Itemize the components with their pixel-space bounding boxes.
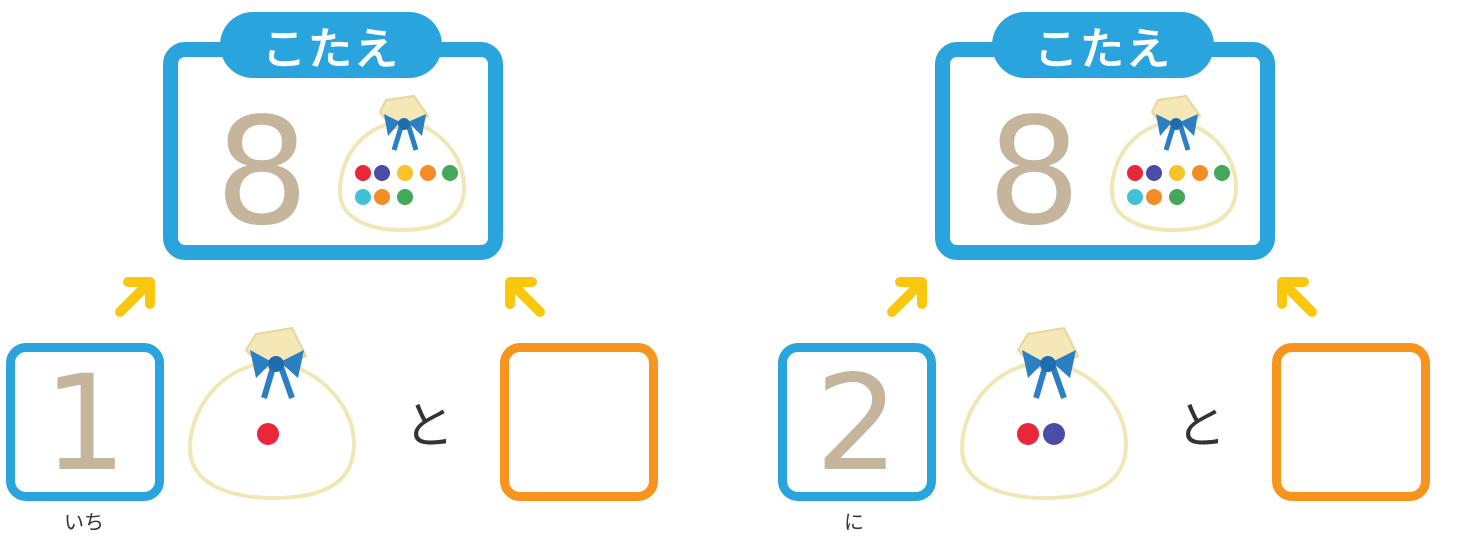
known-number: 1 bbox=[15, 358, 155, 490]
arrow-up-right-icon bbox=[110, 270, 160, 320]
known-bag-icon bbox=[188, 322, 358, 502]
known-reading: いち bbox=[64, 506, 104, 535]
known-reading: に bbox=[844, 506, 864, 535]
blank-answer-box[interactable] bbox=[500, 343, 658, 501]
arrow-up-left-icon bbox=[1272, 270, 1322, 320]
problem-panel-2: こたえ 8 2 に と bbox=[772, 0, 1472, 541]
known-number-box: 2 bbox=[778, 343, 936, 501]
arrow-up-right-icon bbox=[882, 270, 932, 320]
arrow-up-left-icon bbox=[500, 270, 550, 320]
connector-text: と bbox=[1176, 386, 1226, 458]
known-number-box: 1 bbox=[6, 343, 164, 501]
answer-beads bbox=[1126, 163, 1236, 213]
answer-number: 8 bbox=[215, 98, 309, 246]
known-bag-icon bbox=[960, 322, 1130, 502]
connector-text: と bbox=[404, 386, 454, 458]
blank-answer-box[interactable] bbox=[1272, 343, 1430, 501]
answer-number: 8 bbox=[987, 98, 1081, 246]
known-number: 2 bbox=[787, 358, 927, 490]
answer-label: こたえ bbox=[992, 12, 1214, 78]
answer-label: こたえ bbox=[220, 12, 442, 78]
problem-panel-1: こたえ 8 1 いち と bbox=[0, 0, 736, 541]
answer-beads bbox=[354, 163, 464, 213]
